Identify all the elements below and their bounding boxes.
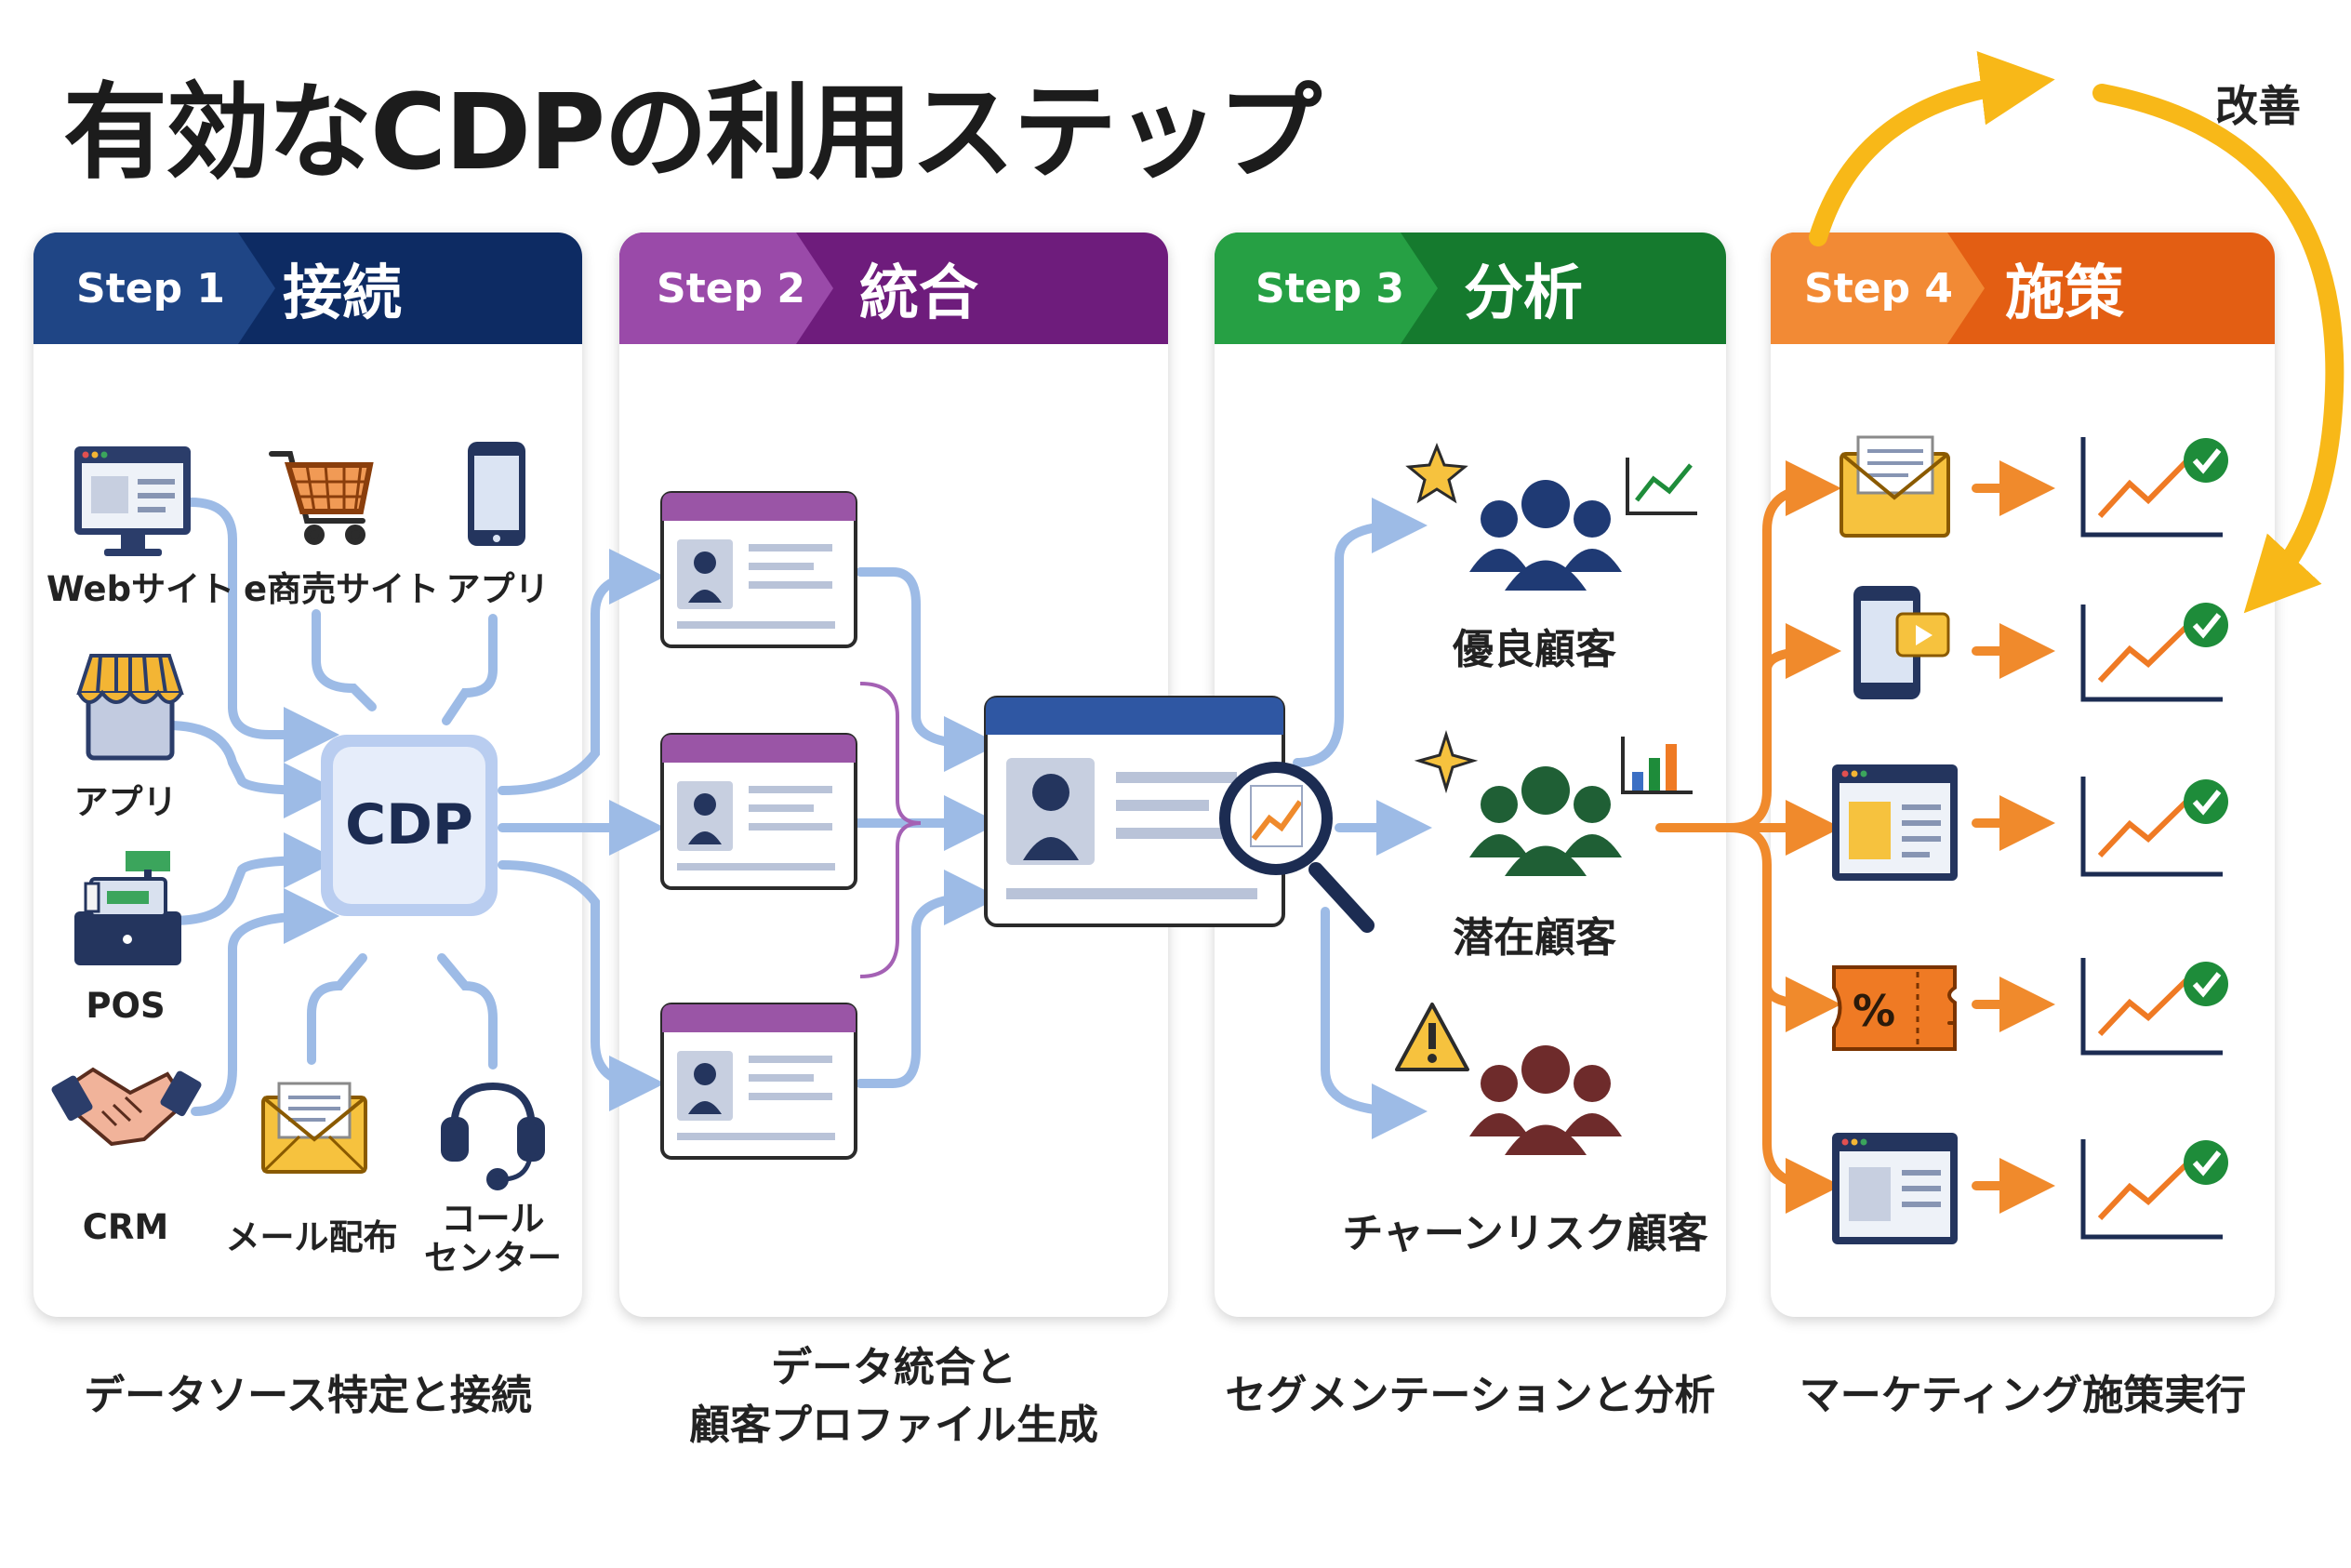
web-banner-icon xyxy=(1832,764,1958,881)
merge-brace xyxy=(859,682,922,978)
monitor-icon xyxy=(74,446,191,556)
step2-caption: データ統合と 顧客プロファイル生成 xyxy=(689,1344,1098,1449)
sparkle-icon xyxy=(1414,730,1479,794)
step1-label: Step 1 xyxy=(76,264,225,312)
mail-icon xyxy=(261,1082,367,1174)
source-label-app: アプリ xyxy=(445,569,550,609)
result-chart-1 xyxy=(2080,437,2228,538)
mobile-video-icon xyxy=(1853,586,1950,699)
step2-header-band xyxy=(619,233,833,344)
step4-header: Step 4 施策 xyxy=(1771,233,2275,344)
step1-name: 接続 xyxy=(283,259,402,328)
source-label-store-app: アプリ xyxy=(73,782,178,822)
step1-header-band xyxy=(33,233,275,344)
result-chart-3 xyxy=(2080,777,2228,877)
cdp-hub xyxy=(321,735,498,916)
churn-people-icon xyxy=(1469,1045,1622,1155)
handshake-icon xyxy=(51,1067,202,1147)
result-chart-5 xyxy=(2080,1139,2228,1240)
headset-icon xyxy=(441,1082,545,1190)
step4-name: 施策 xyxy=(2005,259,2124,328)
step4-caption: マーケティング施策実行 xyxy=(1799,1372,2247,1419)
profile-card-3 xyxy=(660,1003,857,1160)
step2-name: 統合 xyxy=(859,259,978,328)
improvement-loop-arrow xyxy=(1809,50,2344,614)
loyal-people-icon xyxy=(1469,480,1622,591)
segment-label-churn: チャーンリスク顧客 xyxy=(1342,1210,1708,1257)
segment-label-prospect: 潜在顧客 xyxy=(1453,914,1616,962)
register-icon xyxy=(74,851,181,965)
warning-icon xyxy=(1395,1003,1469,1071)
result-chart-4 xyxy=(2080,958,2228,1056)
step2-label: Step 2 xyxy=(657,264,805,312)
cdp-hub-label: CDP xyxy=(345,792,473,857)
step3-caption: セグメンテーションと分析 xyxy=(1225,1372,1716,1419)
step1-caption: データソース特定と接続 xyxy=(84,1372,532,1419)
source-label-website: Webサイト xyxy=(46,569,235,609)
step1-header: Step 1 接続 xyxy=(33,233,582,344)
unified-profile-card xyxy=(984,696,1285,927)
star-icon xyxy=(1405,442,1468,504)
bar-chart-icon xyxy=(1621,737,1693,794)
cart-icon xyxy=(269,451,374,545)
magnifier-icon xyxy=(1219,762,1375,933)
source-label-pos: POS xyxy=(86,986,166,1026)
source-label-ecommerce: e商売サイト xyxy=(244,569,440,609)
page-title: 有効なCDPの利用ステップ xyxy=(63,73,1322,193)
loop-label: 改善 xyxy=(2215,81,2301,131)
step3-header: Step 3 分析 xyxy=(1215,233,1726,344)
step2-connectors xyxy=(851,567,1000,1088)
step4-connectors xyxy=(1655,460,2055,1214)
coupon-icon: % xyxy=(1832,965,1957,1051)
result-chart-2 xyxy=(2080,603,2228,702)
step4-header-band xyxy=(1771,233,1985,344)
step2-header: Step 2 統合 xyxy=(619,233,1168,344)
source-label-mail: メール配布 xyxy=(225,1217,398,1257)
svg-text:%: % xyxy=(1853,986,1895,1036)
step3-connectors xyxy=(1293,498,1432,1139)
trend-chart-icon xyxy=(1626,458,1697,515)
step4-label: Step 4 xyxy=(1804,264,1953,312)
shop-icon xyxy=(76,654,184,761)
source-label-crm: CRM xyxy=(82,1207,169,1247)
step3-label: Step 3 xyxy=(1255,264,1404,312)
source-label-call-center: コール センター xyxy=(424,1199,562,1278)
profile-card-2 xyxy=(660,733,857,890)
step3-header-band xyxy=(1215,233,1438,344)
step3-name: 分析 xyxy=(1464,259,1583,328)
campaign-mail-icon xyxy=(1840,435,1950,538)
profile-card-1 xyxy=(660,491,857,648)
landing-page-icon xyxy=(1832,1133,1958,1244)
phone-icon xyxy=(468,442,525,546)
prospect-people-icon xyxy=(1469,766,1622,876)
segment-label-loyal: 優良顧客 xyxy=(1453,626,1616,673)
step1-connectors xyxy=(163,498,665,1116)
